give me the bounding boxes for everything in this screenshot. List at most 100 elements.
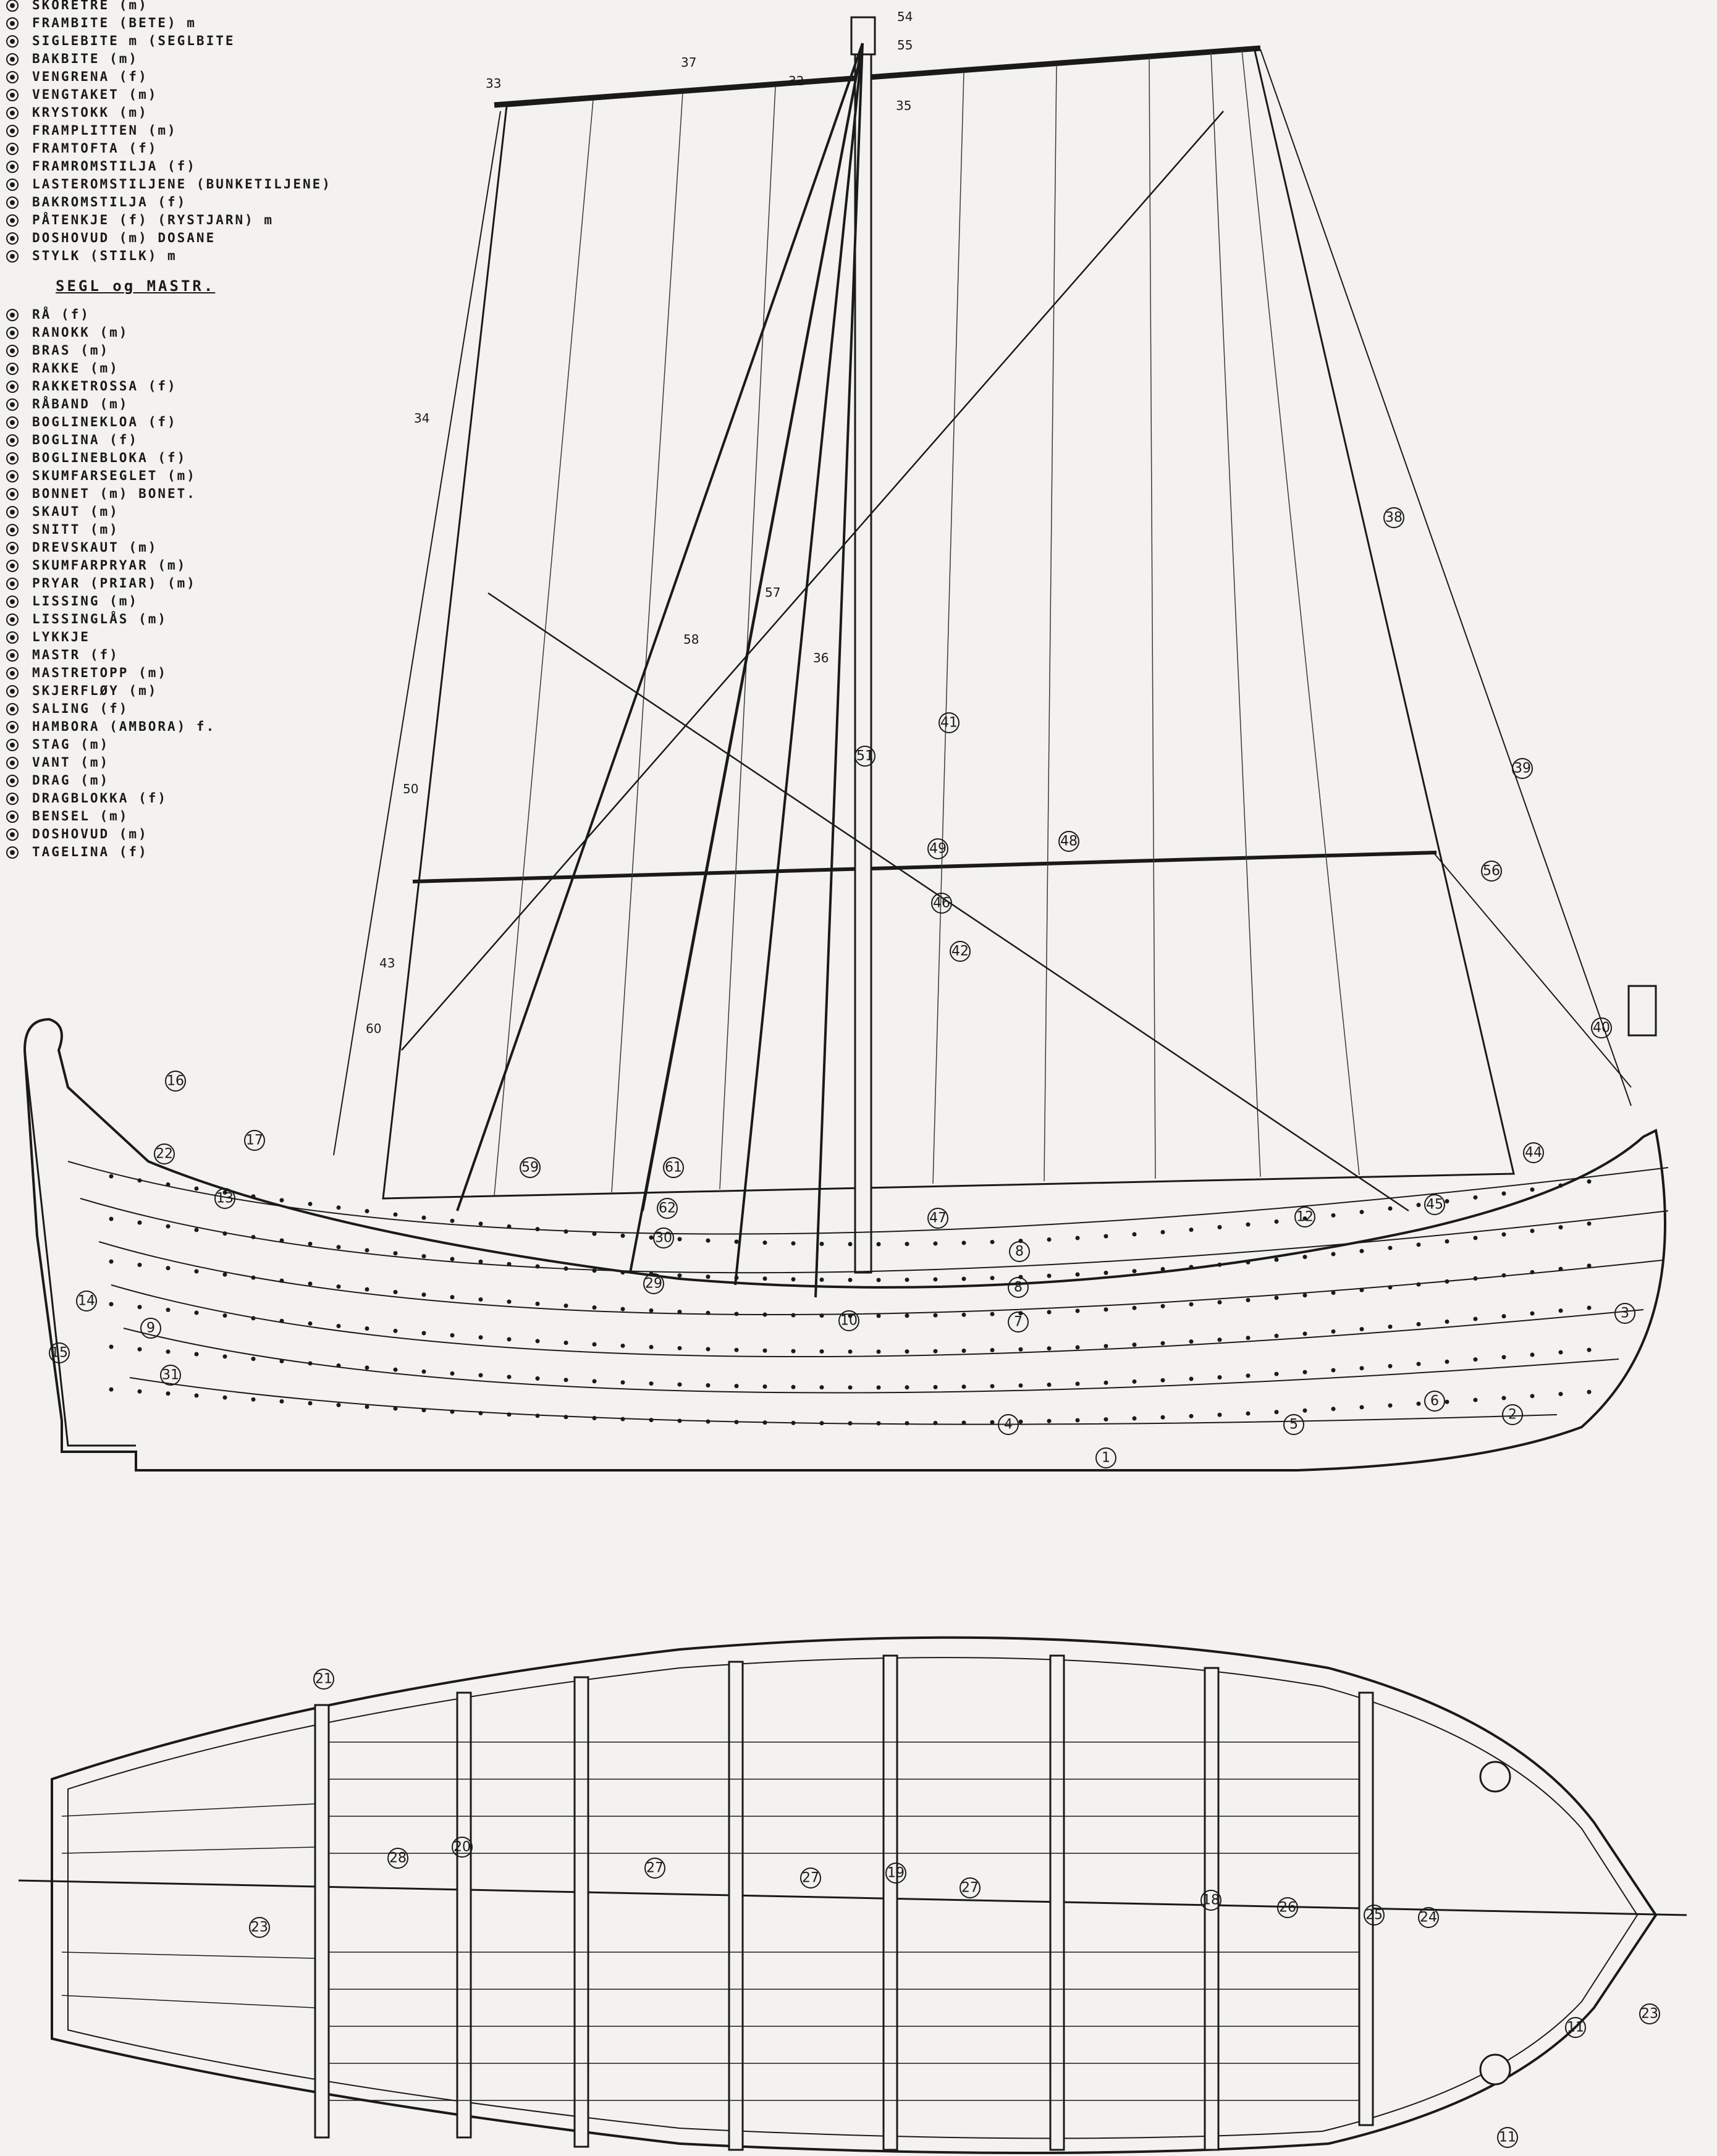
svg-text:4: 4	[1004, 1417, 1013, 1433]
callout: 51	[854, 746, 875, 767]
legend-bullet-icon	[6, 649, 19, 662]
rivet	[507, 1261, 512, 1266]
svg-text:48: 48	[1060, 834, 1078, 849]
callout: 14	[76, 1291, 97, 1312]
callout: 27	[800, 1868, 821, 1889]
rivet	[905, 1385, 909, 1390]
rivet	[1473, 1316, 1478, 1321]
rivet	[421, 1292, 426, 1297]
legend-bullet-icon	[6, 363, 19, 375]
rivet	[478, 1259, 483, 1264]
rivet	[791, 1313, 796, 1318]
rivet	[251, 1316, 256, 1321]
label: 36	[813, 651, 829, 665]
rivet	[109, 1259, 114, 1264]
rivet	[222, 1272, 227, 1277]
legend-item: SKJERFLØY (m)	[6, 682, 332, 700]
callout: 11	[1565, 2017, 1586, 2038]
rivet	[592, 1379, 597, 1384]
rivet	[1388, 1403, 1393, 1408]
svg-text:1: 1	[1102, 1451, 1110, 1466]
rivet	[1274, 1219, 1279, 1224]
rivet	[876, 1313, 881, 1318]
rivet	[478, 1335, 483, 1340]
rivet	[563, 1229, 568, 1234]
plan-planks	[61, 1741, 1359, 2101]
rivet	[1075, 1308, 1080, 1313]
svg-text:59: 59	[521, 1160, 539, 1176]
callout: 46	[931, 893, 952, 914]
svg-text:39: 39	[1514, 761, 1531, 777]
label: 58	[683, 632, 699, 647]
side-labels: 32 33 34 35 36 37 43 50 54 55 57 58 60	[366, 9, 913, 1036]
rivet	[990, 1420, 995, 1425]
rivet	[1501, 1232, 1506, 1237]
legend-item: DOSHOVUD (m) DOSANE	[6, 229, 332, 247]
rivet	[620, 1307, 625, 1312]
rivet	[535, 1264, 540, 1269]
rivet	[1530, 1352, 1535, 1357]
rivet	[251, 1357, 256, 1362]
rivet	[308, 1202, 313, 1206]
callout: 31	[160, 1365, 181, 1386]
svg-text:24: 24	[1420, 1910, 1437, 1926]
legend-bullet-icon	[6, 381, 19, 393]
rivet	[762, 1312, 767, 1317]
rivet	[706, 1274, 711, 1279]
rivet	[1359, 1210, 1364, 1215]
legend-bullet-icon	[6, 631, 19, 644]
rivet	[507, 1224, 512, 1229]
callout: 23	[249, 1917, 270, 1938]
rivet	[535, 1301, 540, 1306]
legend-item: DRAGBLOKKA (f)	[6, 790, 332, 807]
rivet	[592, 1416, 597, 1421]
rivet	[1359, 1287, 1364, 1292]
legend-bullet-icon	[6, 327, 19, 339]
callout: 9	[140, 1318, 161, 1339]
rivet	[1416, 1242, 1421, 1247]
rivet	[677, 1382, 682, 1387]
svg-text:38: 38	[1385, 510, 1403, 526]
legend-item: RAKKE (m)	[6, 360, 332, 377]
callout: 21	[313, 1669, 334, 1690]
rivet	[535, 1339, 540, 1344]
rivet	[1530, 1187, 1535, 1192]
rivet	[251, 1275, 256, 1280]
rivet	[421, 1408, 426, 1413]
rivet	[194, 1186, 199, 1191]
rivet	[1047, 1237, 1052, 1242]
label: 55	[897, 38, 913, 53]
rivet	[1103, 1234, 1108, 1239]
callout: 30	[653, 1227, 674, 1249]
legend-item: PÅTENKJE (f) (RYSTJARN) m	[6, 211, 332, 229]
rivet	[990, 1239, 995, 1244]
rivet	[563, 1378, 568, 1383]
legend-sail-title: SEGL og MASTR.	[56, 277, 216, 295]
rivet	[1302, 1293, 1307, 1298]
rivet	[706, 1419, 711, 1424]
rivet	[507, 1299, 512, 1304]
rivet	[1530, 1311, 1535, 1316]
legend-item: PRYAR (PRIAR) (m)	[6, 575, 332, 592]
rivet	[1473, 1195, 1478, 1200]
rivet	[1103, 1270, 1108, 1275]
svg-text:49: 49	[929, 841, 947, 857]
rivet	[365, 1404, 369, 1409]
callout: 40	[1591, 1017, 1612, 1038]
rivet	[535, 1413, 540, 1418]
callout: 56	[1481, 861, 1502, 882]
rivet	[166, 1266, 171, 1271]
rivet	[393, 1328, 398, 1333]
legend-item: MASTR (f)	[6, 646, 332, 664]
rivet	[905, 1242, 909, 1247]
legend-bullet-icon	[6, 214, 19, 227]
rivet	[762, 1348, 767, 1353]
rivet	[592, 1342, 597, 1347]
label: 57	[765, 585, 780, 600]
callout: 16	[165, 1071, 186, 1092]
rivet	[1530, 1228, 1535, 1233]
rivet	[1246, 1260, 1251, 1265]
rivet	[905, 1313, 909, 1318]
legend-bullet-icon	[6, 667, 19, 680]
rivet	[1302, 1370, 1307, 1375]
